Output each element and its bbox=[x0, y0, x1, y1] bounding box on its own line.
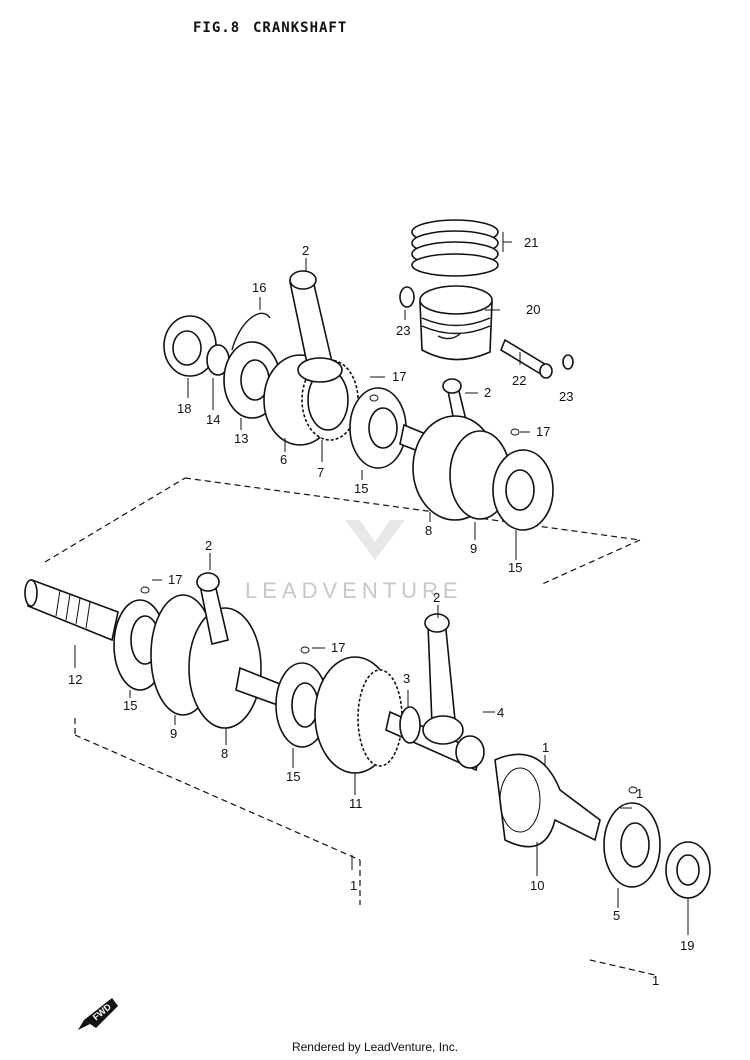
connecting-rod bbox=[422, 613, 464, 745]
callout-12: 12 bbox=[68, 672, 82, 687]
crankshaft-end bbox=[24, 578, 119, 642]
callout-15: 15 bbox=[286, 769, 300, 784]
callout-20: 20 bbox=[526, 302, 540, 317]
callout-10: 10 bbox=[530, 878, 544, 893]
callout-2: 2 bbox=[484, 385, 491, 400]
piston-pin bbox=[500, 338, 553, 379]
oil-seal bbox=[665, 841, 711, 899]
assembly-outline bbox=[44, 477, 656, 976]
callout-7: 7 bbox=[317, 465, 324, 480]
piston bbox=[419, 285, 493, 361]
circlip bbox=[399, 286, 415, 308]
callout-14: 14 bbox=[206, 412, 220, 427]
watermark-text: LEADVENTURE bbox=[245, 578, 463, 603]
callout-15: 15 bbox=[123, 698, 137, 713]
crank-web bbox=[494, 753, 601, 848]
figure-number: FIG.8 bbox=[193, 20, 241, 36]
callout-3: 3 bbox=[403, 671, 410, 686]
callout-15: 15 bbox=[354, 481, 368, 496]
bearing bbox=[349, 387, 407, 469]
callout-13: 13 bbox=[234, 431, 248, 446]
callout-17: 17 bbox=[331, 640, 345, 655]
callout-9: 9 bbox=[170, 726, 177, 741]
callout-17: 17 bbox=[536, 424, 550, 439]
callout-6: 6 bbox=[280, 452, 287, 467]
bearing bbox=[455, 735, 485, 769]
callout-8: 8 bbox=[221, 746, 228, 761]
callout-2: 2 bbox=[433, 590, 440, 605]
connecting-rod bbox=[289, 270, 343, 383]
crank-web bbox=[150, 594, 262, 729]
bearing bbox=[603, 786, 661, 888]
washer bbox=[399, 706, 421, 744]
callout-19: 19 bbox=[680, 938, 694, 953]
callout-23: 23 bbox=[559, 389, 573, 404]
circlip-16 bbox=[231, 312, 271, 351]
callout-1: 1 bbox=[350, 878, 357, 893]
callout-23: 23 bbox=[396, 323, 410, 338]
leader-lines bbox=[74, 232, 689, 935]
bearing bbox=[492, 428, 554, 531]
forward-arrow-icon: FWD bbox=[78, 998, 118, 1030]
crank-web bbox=[314, 656, 403, 774]
callout-17: 17 bbox=[392, 369, 406, 384]
callouts: 2 21 16 20 23 17 2 22 23 18 14 13 6 7 15… bbox=[68, 235, 694, 988]
callout-5: 5 bbox=[613, 908, 620, 923]
callout-11: 11 bbox=[349, 796, 363, 811]
callout-17: 17 bbox=[168, 572, 182, 587]
callout-4: 4 bbox=[497, 705, 504, 720]
callout-8: 8 bbox=[425, 523, 432, 538]
callout-18: 18 bbox=[177, 401, 191, 416]
figure-title: CRANKSHAFT bbox=[253, 20, 348, 36]
callout-1: 1 bbox=[542, 740, 549, 755]
callout-9: 9 bbox=[470, 541, 477, 556]
callout-1: 1 bbox=[636, 786, 643, 801]
callout-21: 21 bbox=[524, 235, 538, 250]
footer-credit: Rendered by LeadVenture, Inc. bbox=[291, 1040, 459, 1054]
callout-16: 16 bbox=[252, 280, 266, 295]
callout-2: 2 bbox=[302, 243, 309, 258]
circlip bbox=[562, 354, 574, 370]
piston-rings bbox=[411, 219, 499, 277]
watermark-logo bbox=[345, 520, 405, 560]
oil-seal bbox=[163, 315, 217, 377]
callout-15: 15 bbox=[508, 560, 522, 575]
callout-22: 22 bbox=[512, 373, 526, 388]
callout-1: 1 bbox=[652, 973, 659, 988]
connecting-rod bbox=[196, 572, 229, 645]
callout-2: 2 bbox=[205, 538, 212, 553]
